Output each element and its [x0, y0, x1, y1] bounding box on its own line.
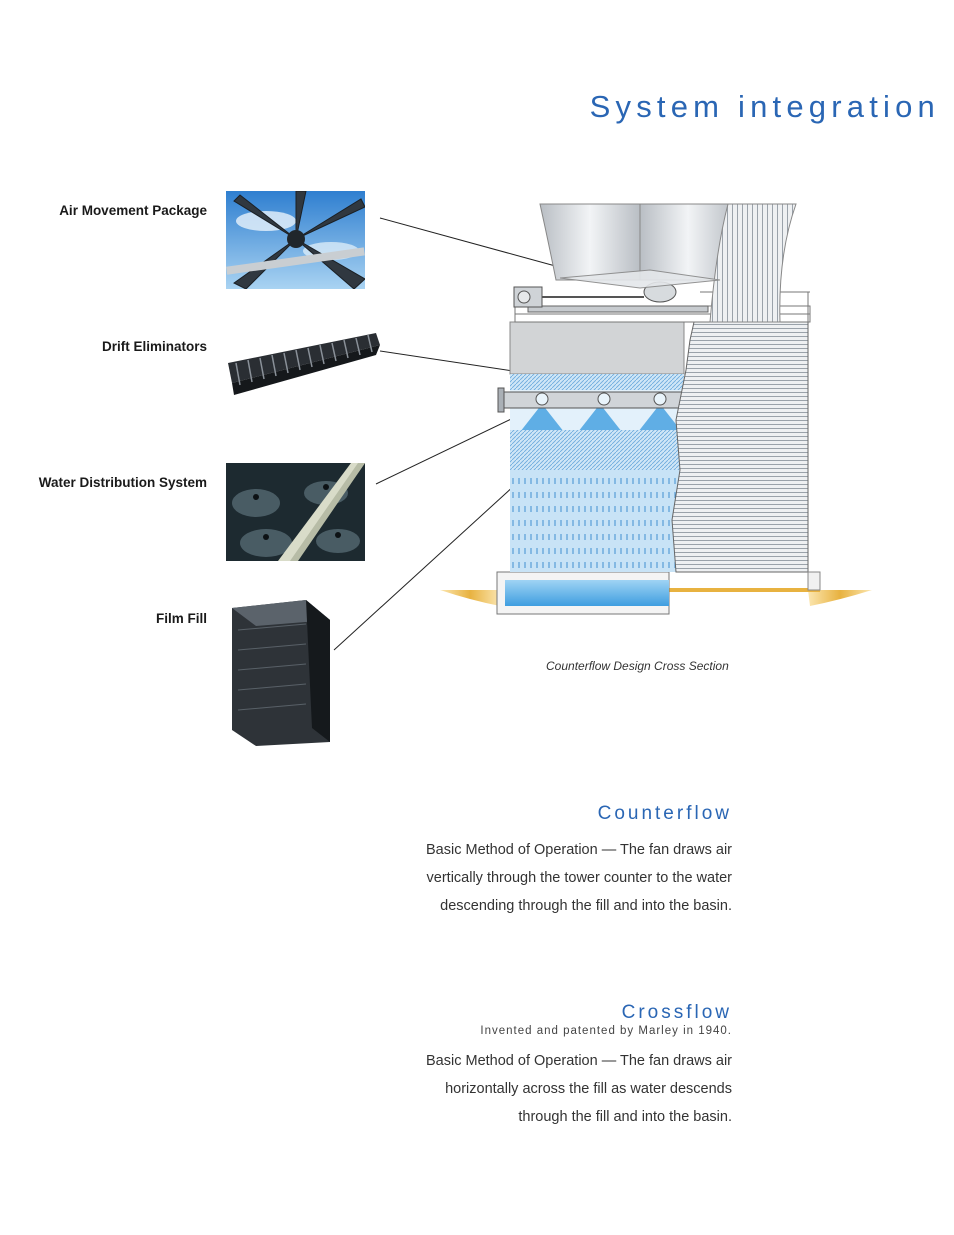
- label-air-movement-package: Air Movement Package: [59, 203, 207, 218]
- drift-eliminator-photo: [226, 327, 382, 409]
- crossflow-subtitle: Invented and patented by Marley in 1940.: [480, 1025, 732, 1037]
- fan-blades-photo: [226, 191, 365, 289]
- page-title: System integration: [589, 88, 940, 124]
- counterflow-cross-section-diagram: [333, 203, 872, 651]
- label-drift-eliminators: Drift Eliminators: [101, 339, 207, 354]
- counterflow-body: Basic Method of Operation — The fan draw…: [426, 842, 732, 914]
- diagram-caption: Counterflow Design Cross Section: [546, 659, 729, 673]
- label-film-fill: Film Fill: [155, 611, 207, 626]
- crossflow-title: Crossflow: [621, 1002, 732, 1023]
- crossflow-body: Basic Method of Operation — The fan draw…: [426, 1053, 732, 1125]
- spray-nozzle-photo: [226, 463, 365, 561]
- label-water-distribution-system: Water Distribution System: [38, 475, 207, 490]
- film-fill-block-photo: [226, 600, 334, 746]
- counterflow-title: Counterflow: [597, 803, 732, 824]
